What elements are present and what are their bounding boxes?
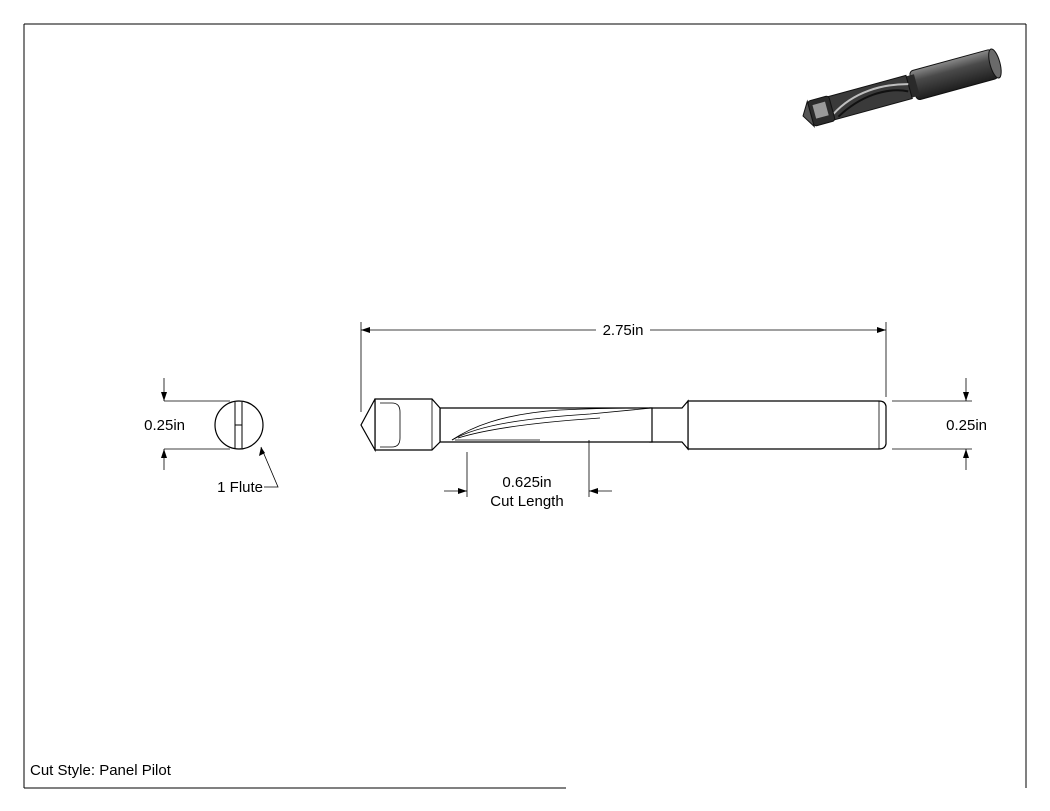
end-view: 0.25in 1 Flute [144,378,279,496]
shank-diameter-label: 0.25in [946,417,987,434]
tool-3d-render [802,48,1002,129]
sheet-border [23,23,1027,789]
shank-diameter-dimension: 0.25in [892,378,987,470]
side-view [360,398,887,453]
overall-length-dimension: 2.75in [360,322,887,412]
tool-shank [687,400,887,450]
end-view-diameter-label: 0.25in [144,417,185,434]
cut-style-label: Cut Style: Panel Pilot [30,762,172,779]
cut-length-value: 0.625in [502,474,551,491]
flute-count-label: 1 Flute [217,479,263,496]
tool-pilot [374,398,441,451]
tool-flute-body [439,407,653,443]
cut-length-dimension: 0.625in Cut Length [444,440,612,510]
overall-length-label: 2.75in [603,322,644,339]
cut-length-caption: Cut Length [490,493,563,510]
